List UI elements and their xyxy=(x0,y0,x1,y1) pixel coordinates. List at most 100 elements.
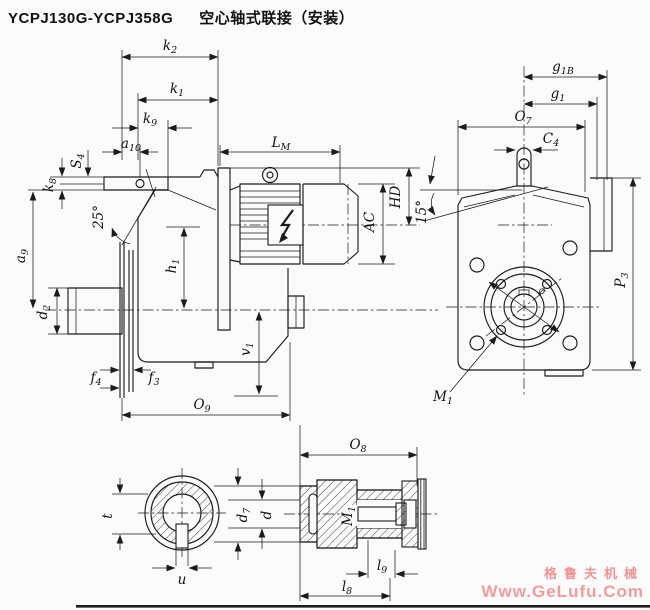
dim-f3: f3 xyxy=(133,366,160,388)
hollow-shaft-flange: ⌀ xyxy=(483,266,565,348)
dim-d7: d7 xyxy=(214,468,300,560)
watermark-url: Www.GeLufu.Com xyxy=(481,582,644,601)
dim-label-g1: g1 xyxy=(551,86,566,104)
dim-d: d xyxy=(228,479,300,549)
dim-label-ac: AC xyxy=(362,211,378,234)
dim-c4: C4 xyxy=(494,131,559,154)
eyebolt xyxy=(261,166,279,184)
motor-fins xyxy=(240,190,300,258)
hollow-shaft-stub xyxy=(67,287,123,335)
dim-label-s4: S4 xyxy=(69,153,87,168)
diagonal-centerline xyxy=(485,277,563,337)
dim-o8: O8 xyxy=(299,437,418,486)
dim-label-h1: h1 xyxy=(164,259,182,274)
angle-25-reference-line xyxy=(121,186,157,246)
dim-a10: a10 xyxy=(102,136,158,177)
housing-outline xyxy=(137,189,289,363)
dim-label-g1b: g1B xyxy=(552,59,574,77)
shaft-cross-section-view: u t d7 xyxy=(100,468,300,588)
fan-cowl xyxy=(302,183,359,265)
dim-label-d2: d2 xyxy=(35,305,53,320)
dim-o9: O9 xyxy=(121,342,291,421)
angle-15-arrow-stub xyxy=(428,155,436,185)
angle-15-annotation: 15° xyxy=(414,155,549,224)
lifting-boss xyxy=(199,169,219,178)
motor-flange-plate xyxy=(217,167,231,331)
lug-outline xyxy=(516,147,532,186)
dim-m1-front: M1 xyxy=(432,335,498,407)
dim-label-o9: O9 xyxy=(193,397,210,415)
bell-top-line xyxy=(229,185,241,191)
dim-o7: O7 xyxy=(457,109,586,195)
housing-top-edge xyxy=(168,168,219,178)
dim-h1: h1 xyxy=(164,226,200,309)
top-lug xyxy=(516,147,532,186)
dim-label-u: u xyxy=(178,572,187,588)
cowl-outline xyxy=(302,183,359,265)
hub-section-view: M1 O8 l9 l8 xyxy=(284,425,437,601)
dim-g1b: g1B xyxy=(523,59,608,180)
lightning-bolt-icon xyxy=(279,209,294,243)
flange-plates xyxy=(119,242,134,398)
dim-label-k9: k9 xyxy=(143,111,157,129)
title-name: 空心轴式联接（安装） xyxy=(199,10,355,27)
dim-label-d7: d7 xyxy=(235,507,253,523)
housing-corner-hole xyxy=(469,335,485,351)
section-hatching xyxy=(151,482,214,544)
eyebolt-hole xyxy=(266,171,274,179)
flange-outer-circle xyxy=(483,266,565,348)
angle-15-arc-arrow xyxy=(427,192,436,216)
dim-label-hd: HD xyxy=(388,186,404,210)
housing-corner-hole xyxy=(562,335,578,351)
dim-p3: P3 xyxy=(592,177,641,371)
dim-label-f3: f3 xyxy=(147,370,159,388)
ear-hole xyxy=(135,178,145,189)
dim-lm: LM xyxy=(219,135,341,183)
m1-leader-line xyxy=(449,335,498,393)
motor-flange xyxy=(217,167,420,331)
tube-wall-section xyxy=(356,489,403,501)
retaining-bolt xyxy=(357,506,397,522)
dim-label-o8: O8 xyxy=(349,437,366,455)
dim-label-p3: P3 xyxy=(613,272,631,288)
dim-ac: AC xyxy=(358,183,395,265)
side-view: k2 k1 k9 a10 xyxy=(13,38,438,421)
housing-rib-line xyxy=(167,189,217,211)
dim-label-lm: LM xyxy=(271,135,291,153)
housing-corner-hole xyxy=(562,240,578,256)
dim-label-m1-section: M1 xyxy=(340,506,358,527)
angle-25-annotation: 25° xyxy=(91,186,157,246)
front-housing xyxy=(457,185,591,377)
dim-label-c4: C4 xyxy=(543,131,559,149)
dim-label-l8: l8 xyxy=(342,579,352,597)
bolt-head xyxy=(395,502,407,526)
dim-s4: S4 xyxy=(69,150,92,177)
end-washer-section xyxy=(417,478,427,550)
dim-label-o7: O7 xyxy=(514,109,532,127)
watermark-company: 格鲁夫机械 xyxy=(543,567,644,582)
rear-plate xyxy=(590,177,613,252)
keyway-groove xyxy=(308,493,318,535)
rear-plate-outline xyxy=(590,177,613,252)
dim-v1: v1 xyxy=(234,311,278,397)
dim-label-k8: k8 xyxy=(41,178,59,192)
dim-f4: f4 xyxy=(89,366,120,392)
dim-label-v1: v1 xyxy=(238,342,256,356)
hub-outline xyxy=(300,479,402,549)
shaft-outer-circle xyxy=(144,475,220,551)
dim-label-a10: a10 xyxy=(121,136,141,154)
dim-label-a9: a9 xyxy=(13,249,31,263)
front-view: ⌀ M1 15° g1B xyxy=(414,59,641,407)
page-bottom-rule xyxy=(76,605,650,608)
gear-housing xyxy=(137,168,305,369)
bell-bottom-line xyxy=(229,259,241,263)
shaft-stub-outline xyxy=(67,287,123,335)
eyebolt-ring xyxy=(261,166,279,184)
housing-inner-top-line xyxy=(463,194,516,208)
dim-g1: g1 xyxy=(523,86,598,180)
dim-a9: a9 xyxy=(13,191,37,309)
hub-section-body xyxy=(299,478,427,550)
